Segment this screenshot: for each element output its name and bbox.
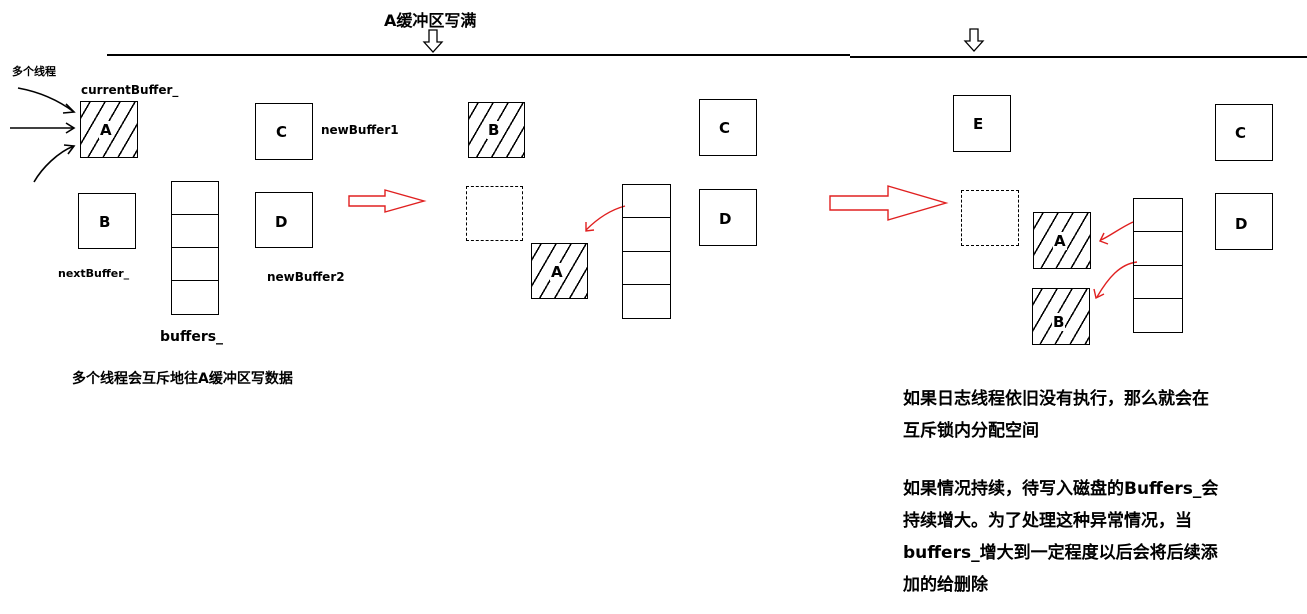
buffer-e-box: E xyxy=(953,95,1011,152)
empty-buffer-slot xyxy=(466,186,523,241)
note-allocation: 如果日志线程依旧没有执行，那么就会在 互斥锁内分配空间 xyxy=(903,383,1209,447)
queue-slot xyxy=(1134,232,1182,266)
thread-arrow-icon xyxy=(10,87,76,183)
buffers-queue xyxy=(171,181,219,315)
buffer-a-letter: A xyxy=(99,121,113,139)
down-arrow-icon xyxy=(963,28,985,52)
move-arrow-icon xyxy=(1093,261,1138,300)
buffer-c-box: C xyxy=(1215,104,1273,161)
buffer-d-box: D xyxy=(699,189,757,246)
buffer-d-letter: D xyxy=(275,213,288,231)
queue-slot xyxy=(623,252,670,285)
buffer-b-letter: B xyxy=(99,213,111,231)
threads-label: 多个线程 xyxy=(12,65,56,78)
note-line: buffers_增大到一定程度以后会将后续添 xyxy=(903,543,1218,563)
buffer-c-letter: C xyxy=(276,123,288,141)
move-arrow-icon xyxy=(1099,221,1134,245)
buffers-queue xyxy=(1133,198,1183,333)
queue-slot xyxy=(172,215,218,248)
queue-slot xyxy=(623,285,670,318)
transition-arrow-icon xyxy=(348,189,427,213)
queue-slot xyxy=(1134,299,1182,332)
queue-slot xyxy=(1134,199,1182,233)
buffer-a-box-full: A xyxy=(531,243,588,299)
queue-slot xyxy=(172,248,218,281)
note-line: 持续增大。为了处理这种异常情况，当 xyxy=(903,511,1192,531)
buffer-a-box: A xyxy=(80,101,138,158)
queue-slot xyxy=(172,281,218,314)
buffer-b-box-full: B xyxy=(1032,288,1090,345)
buffer-d-box: D xyxy=(255,192,313,248)
buffers-label: buffers_ xyxy=(160,329,224,345)
queue-slot xyxy=(623,218,670,252)
buffer-d-letter: D xyxy=(719,210,732,228)
queue-slot xyxy=(1134,266,1182,299)
buffer-a-letter: A xyxy=(1053,232,1067,250)
current-buffer-label: currentBuffer_ xyxy=(81,83,179,97)
buffer-c-letter: C xyxy=(719,119,731,137)
note-line: 互斥锁内分配空间 xyxy=(903,421,1039,441)
note-overflow: 如果情况持续，待写入磁盘的Buffers_会 持续增大。为了处理这种异常情况，当… xyxy=(903,473,1218,601)
note-line: 如果情况持续，待写入磁盘的Buffers_会 xyxy=(903,479,1219,499)
buffer-d-letter: D xyxy=(1235,215,1248,233)
page-title: A缓冲区写满 xyxy=(384,11,477,30)
new-buffer2-label: newBuffer2 xyxy=(267,270,345,284)
buffer-c-box: C xyxy=(699,99,757,156)
move-arrow-icon xyxy=(585,205,626,232)
buffer-a-letter: A xyxy=(550,263,564,281)
buffer-c-box: C xyxy=(255,103,313,160)
note-line: 加的给删除 xyxy=(903,575,988,595)
transition-arrow-icon xyxy=(829,185,949,221)
buffers-queue xyxy=(622,184,671,319)
panel1-caption: 多个线程会互斥地往A缓冲区写数据 xyxy=(72,371,293,387)
down-arrow-icon xyxy=(422,29,444,53)
buffer-b-letter: B xyxy=(1052,313,1066,331)
buffer-a-box-full: A xyxy=(1033,212,1091,269)
buffer-c-letter: C xyxy=(1235,124,1247,142)
buffer-b-box-full: B xyxy=(468,102,525,158)
queue-slot xyxy=(623,185,670,219)
note-line: 如果日志线程依旧没有执行，那么就会在 xyxy=(903,389,1209,409)
queue-slot xyxy=(172,182,218,215)
new-buffer1-label: newBuffer1 xyxy=(321,123,399,137)
buffer-d-box: D xyxy=(1215,193,1273,250)
buffer-b-letter: B xyxy=(487,121,501,139)
empty-buffer-slot xyxy=(961,190,1019,246)
buffer-b-box: B xyxy=(78,193,136,249)
next-buffer-label: nextBuffer_ xyxy=(58,267,130,280)
buffer-e-letter: E xyxy=(973,115,984,133)
